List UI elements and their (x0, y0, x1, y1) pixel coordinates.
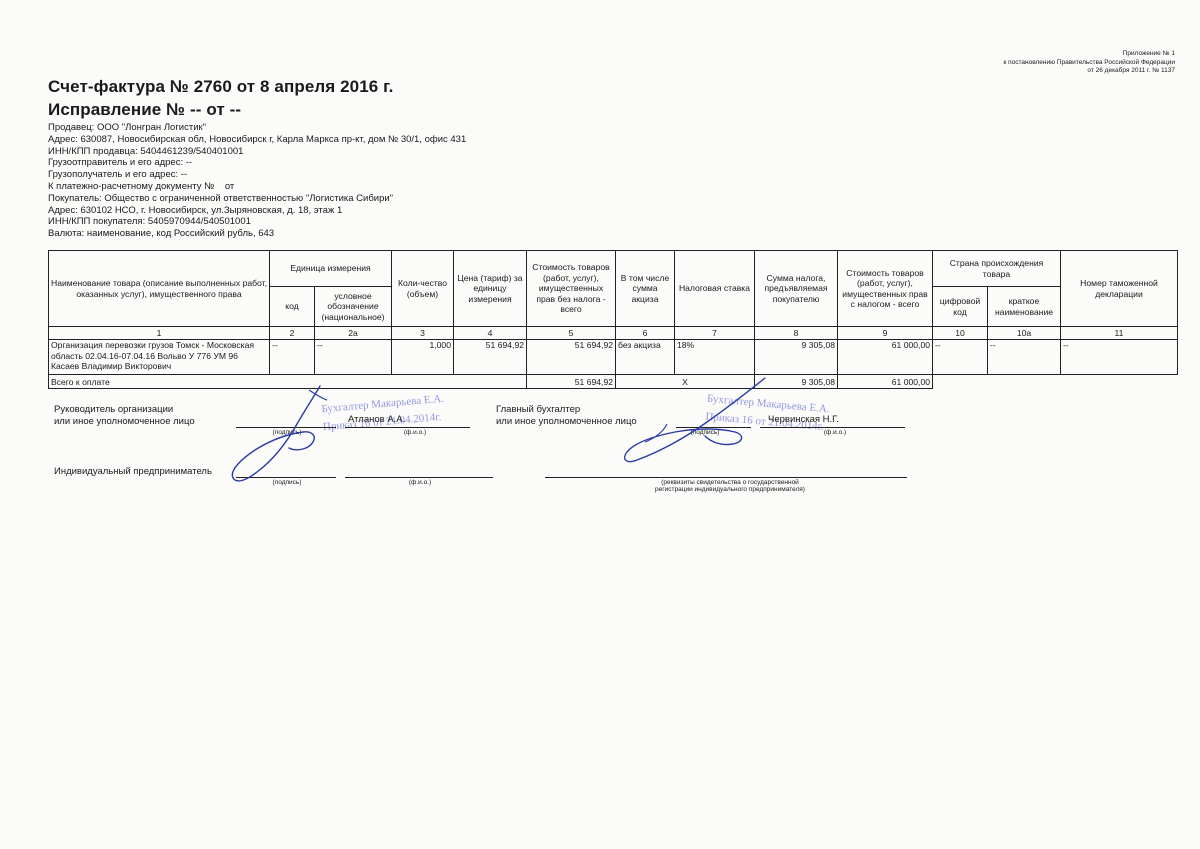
row-unit-name: -- (314, 339, 392, 375)
col-number: 9 (837, 326, 933, 340)
row-unit-code: -- (269, 339, 315, 375)
invoice-info: Продавец: ООО "Лонгран Логистик" Адрес: … (48, 122, 466, 240)
header-name: Наименование товара (описание выполненны… (48, 250, 270, 327)
name-line (345, 427, 470, 428)
caption-requisites-line: регистрации индивидуального предпринимат… (655, 486, 805, 493)
total-cost-no-tax: 51 694,92 (526, 374, 616, 389)
signature-line (236, 477, 336, 478)
buyer-inn: ИНН/КПП покупателя: 5405970944/540501001 (48, 216, 251, 228)
correction-title: Исправление № -- от -- (48, 100, 242, 119)
total-x: Х (615, 374, 755, 389)
ip-signature-label: Индивидуальный предприниматель (54, 466, 212, 477)
chief-signature-label: Главный бухгалтер или иное уполномоченно… (496, 404, 637, 427)
name-line (345, 477, 493, 478)
row-price: 51 694,92 (453, 339, 527, 375)
caption-fio: (ф.и.о.) (823, 429, 847, 436)
total-row: Всего к оплате 51 694,92 Х 9 305,08 61 0… (48, 374, 1178, 389)
head-label-line: или иное уполномоченное лицо (54, 415, 195, 427)
head-name: Атланов А.А. (348, 414, 406, 425)
chief-name: Червинская Н.Г. (768, 414, 839, 425)
header-cost-no-tax: Стоимость товаров (работ, услуг), имущес… (526, 250, 616, 327)
col-number: 1 (48, 326, 270, 340)
buyer: Покупатель: Общество с ограниченной отве… (48, 192, 394, 204)
payment-doc: К платежно-расчетному документу № от (48, 180, 235, 192)
header-country-name: краткое наименование (987, 286, 1061, 327)
row-country-code: -- (932, 339, 988, 375)
col-number: 2а (314, 326, 392, 340)
header-excise: В том числе сумма акциза (615, 250, 675, 327)
chief-label-line: Главный бухгалтер (496, 404, 581, 415)
signature-line (236, 427, 336, 428)
buyer-address: Адрес: 630102 НСО, г. Новосибирск, ул.Зы… (48, 204, 343, 216)
row-tax-rate: 18% (674, 339, 755, 375)
header-unit-code: код (269, 286, 315, 327)
head-label-line: Руководитель организации (54, 404, 174, 415)
signature-line (676, 427, 751, 428)
table-row: Организация перевозки грузов Томск - Мос… (48, 339, 1178, 375)
header-unit-name: условное обозначение (национальное) (314, 286, 392, 327)
header-country: Страна происхождения товара (932, 250, 1061, 287)
caption-fio: (ф.и.о.) (403, 429, 427, 436)
row-qty: 1,000 (391, 339, 454, 375)
column-numbers-row: 1 2 2а 3 4 5 6 7 8 9 10 10а 11 (48, 326, 1178, 340)
invoice-table: Наименование товара (описание выполненны… (48, 250, 1178, 389)
handwritten-signature-right (623, 377, 766, 463)
caption-signature: (подпись) (690, 429, 720, 436)
col-number: 5 (526, 326, 616, 340)
caption-fio: (ф.и.о.) (408, 479, 432, 486)
header-tax-sum: Сумма налога, предъявляемая покупателю (754, 250, 838, 327)
total-cost-with-tax: 61 000,00 (837, 374, 933, 389)
name-line (760, 427, 905, 428)
appendix-line: от 26 декабря 2011 г. № 1137 (1087, 67, 1175, 74)
chief-label-line: или иное уполномоченное лицо (496, 415, 637, 427)
col-number: 4 (453, 326, 527, 340)
appendix-line: Приложение № 1 (1122, 50, 1175, 57)
header-cost-with-tax: Стоимость товаров (работ, услуг), имущес… (837, 250, 933, 327)
row-excise: без акциза (615, 339, 675, 375)
seller: Продавец: ООО "Лонгран Логистик" (48, 122, 207, 133)
caption-signature: (подпись) (272, 479, 302, 486)
header-tax-rate: Налоговая ставка (674, 250, 755, 327)
currency: Валюта: наименование, код Российский руб… (48, 228, 275, 240)
appendix-line: к постановлению Правительства Российской… (1003, 58, 1175, 66)
invoice-title: Счет-фактура № 2760 от 8 апреля 2016 г. (48, 77, 394, 96)
header-qty: Коли-чество (объем) (391, 250, 454, 327)
total-label: Всего к оплате (48, 374, 527, 389)
requisites-line (545, 477, 907, 478)
header-price: Цена (тариф) за единицу измерения (453, 250, 527, 327)
col-number: 10 (932, 326, 988, 340)
consignee: Грузополучатель и его адрес: -- (48, 169, 188, 181)
row-cost-no-tax: 51 694,92 (526, 339, 616, 375)
col-number: 10а (987, 326, 1061, 340)
handwritten-signature-left (231, 385, 328, 482)
header-unit: Единица измерения (269, 250, 392, 287)
seller-inn: ИНН/КПП продавца: 5404461239/540401001 (48, 145, 244, 157)
header-country-code: цифровой код (932, 286, 988, 327)
row-cost-with-tax: 61 000,00 (837, 339, 933, 375)
appendix-note: Приложение № 1 к постановлению Правитель… (940, 50, 1175, 76)
shipper: Грузоотправитель и его адрес: -- (48, 157, 193, 169)
col-number: 8 (754, 326, 838, 340)
caption-requisites: (реквизиты свидетельства о государственн… (600, 479, 860, 493)
caption-signature: (подпись) (272, 429, 302, 436)
col-number: 3 (391, 326, 454, 340)
header-customs: Номер таможенной декларации (1060, 250, 1178, 327)
col-number: 11 (1060, 326, 1178, 340)
row-tax-sum: 9 305,08 (754, 339, 838, 375)
row-customs: -- (1060, 339, 1178, 375)
caption-requisites-line: (реквизиты свидетельства о государственн… (661, 479, 799, 486)
row-name: Организация перевозки грузов Томск - Мос… (48, 339, 270, 375)
col-number: 2 (269, 326, 315, 340)
seller-address: Адрес: 630087, Новосибирская обл, Новоси… (48, 133, 467, 145)
col-number: 7 (674, 326, 755, 340)
total-tax-sum: 9 305,08 (754, 374, 838, 389)
row-country-name: -- (987, 339, 1061, 375)
col-number: 6 (615, 326, 675, 340)
head-signature-label: Руководитель организации или иное уполно… (54, 404, 195, 427)
